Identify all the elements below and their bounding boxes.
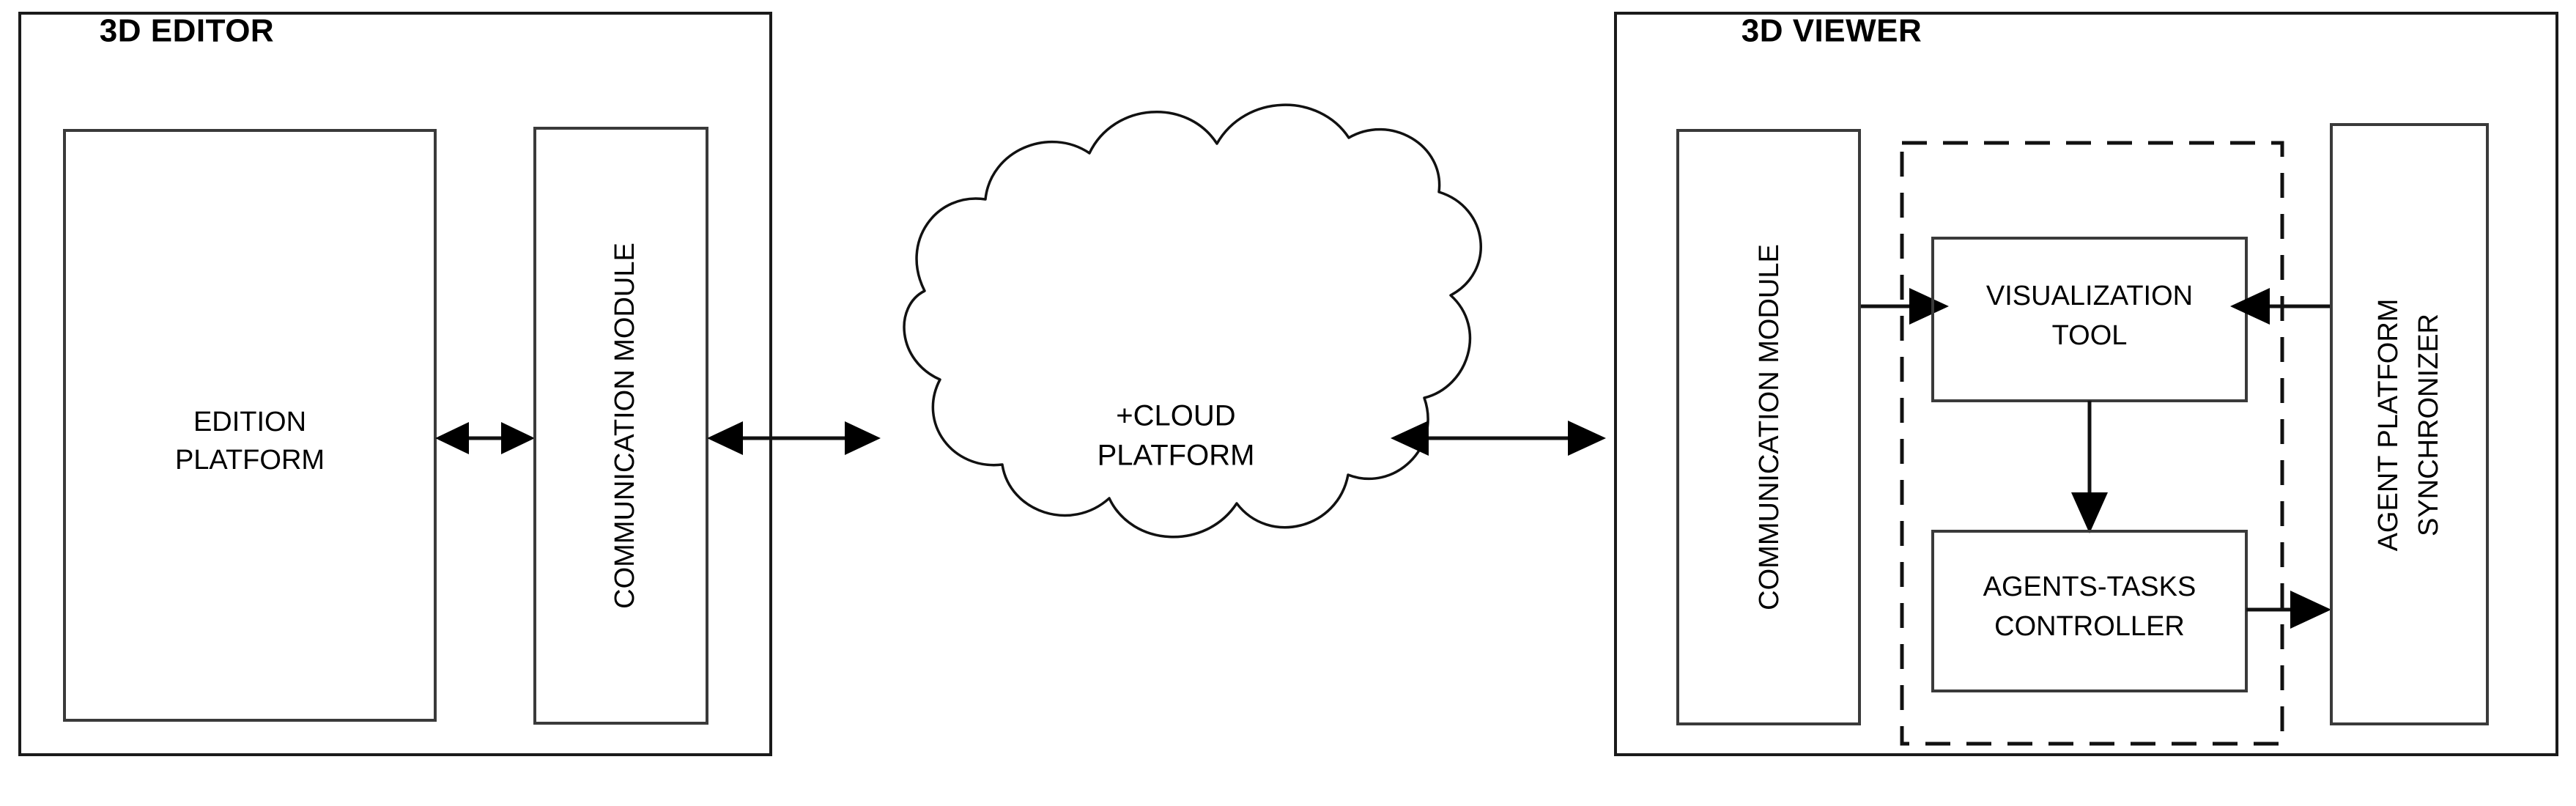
visualization-tool-box[interactable]: VISUALIZATION TOOL (1931, 237, 2248, 402)
cloud-shape (903, 103, 1482, 539)
connector-synchronizer-to-visualization (2230, 288, 2331, 325)
arrow-head-left (2230, 288, 2270, 325)
agents-tasks-controller-label-line1: AGENTS-TASKS (1983, 572, 2196, 602)
arrow-head-right (501, 422, 535, 454)
edition-platform-box[interactable]: EDITION PLATFORM (63, 129, 437, 722)
visualization-tool-label-line1: VISUALIZATION (1986, 281, 2193, 311)
connector-edition-to-communication (435, 422, 535, 454)
connector-visualization-to-controller (2071, 401, 2108, 533)
editor-communication-module-box[interactable]: COMMUNICATION MODULE (533, 127, 708, 725)
arrow-head-left (435, 422, 469, 454)
edition-platform-label-line2: PLATFORM (175, 445, 325, 476)
arrow-head-left (1391, 421, 1429, 456)
visualization-tool-border (1931, 237, 2248, 402)
agent-platform-synchronizer-box[interactable]: AGENT PLATFORM SYNCHRONIZER (2330, 123, 2489, 725)
viewer-communication-module-label: COMMUNICATION MODULE (1754, 244, 1785, 610)
panel-3d-viewer: 3D VIEWER COMMUNICATION MODULE VISUALIZA… (1614, 12, 2558, 756)
agent-platform-group-border (1900, 141, 2284, 746)
connector-controller-to-synchronizer (2246, 591, 2331, 629)
cloud-platform-label-line1: +CLOUD (1116, 400, 1235, 432)
arrow-head-down (2071, 492, 2108, 533)
panel-3d-editor-border (18, 12, 772, 756)
panel-3d-viewer-title: 3D VIEWER (1742, 13, 1922, 49)
panel-3d-editor: 3D EDITOR EDITION PLATFORM COMMUNICATION… (18, 12, 772, 756)
panel-3d-viewer-border (1614, 12, 2558, 756)
arrow-head-right (2290, 591, 2331, 629)
connector-cloud-to-viewer (1391, 421, 1606, 456)
viewer-communication-module-box[interactable]: COMMUNICATION MODULE (1676, 129, 1861, 725)
agent-platform-synchronizer-label-line1: AGENT PLATFORM (2373, 299, 2404, 552)
editor-communication-module-label: COMMUNICATION MODULE (610, 243, 640, 609)
agent-platform-synchronizer-label-line2: SYNCHRONIZER (2413, 314, 2444, 536)
edition-platform-label-line1: EDITION (193, 407, 306, 437)
cloud-platform-label-line2: PLATFORM (1098, 440, 1255, 472)
editor-communication-module-border (533, 127, 708, 725)
viewer-communication-module-border (1676, 129, 1861, 725)
arrow-head-right (845, 421, 881, 455)
arrow-head-right (1909, 288, 1949, 325)
visualization-tool-label-line2: TOOL (2052, 320, 2128, 351)
connector-viewer-comm-to-visualization (1861, 288, 1949, 325)
agent-platform-synchronizer-border (2330, 123, 2489, 725)
panel-3d-editor-title: 3D EDITOR (100, 13, 274, 49)
connector-editor-to-cloud (707, 421, 881, 455)
agents-tasks-controller-label-line2: CONTROLLER (1994, 611, 2185, 642)
arrow-head-right (1568, 421, 1606, 456)
edition-platform-border (63, 129, 437, 722)
arrow-head-left (707, 421, 743, 455)
agents-tasks-controller-box[interactable]: AGENTS-TASKS CONTROLLER (1931, 530, 2248, 692)
cloud-platform[interactable]: +CLOUD PLATFORM (903, 103, 1482, 539)
